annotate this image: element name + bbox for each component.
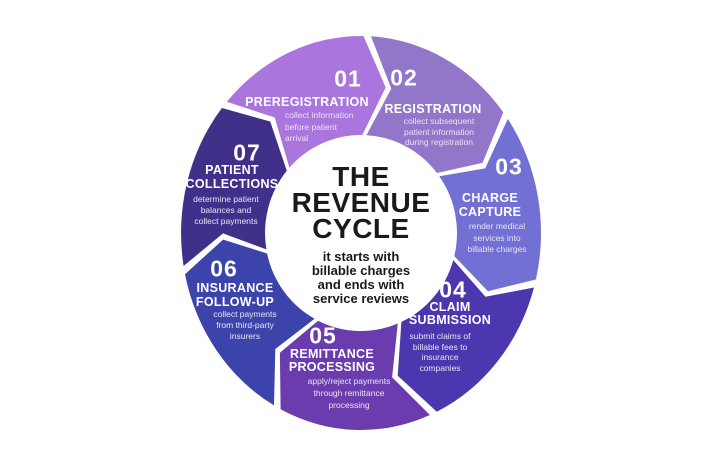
segment-01-arrow bbox=[226, 35, 386, 168]
segment-03-label-line: CAPTURE bbox=[458, 205, 522, 219]
subtitle-line: and ends with bbox=[317, 277, 405, 292]
segment-07-desc: determine patient balances and collect p… bbox=[193, 194, 259, 227]
segment-02-label-line: REGISTRATION bbox=[384, 102, 482, 116]
segment-03-label: CHARGE CAPTURE bbox=[459, 191, 522, 219]
segment-04-label: CLAIM SUBMISSION bbox=[409, 301, 491, 327]
segment-02-arrow bbox=[366, 36, 504, 173]
segment-01-label-line: PREREGISTRATION bbox=[245, 95, 369, 109]
diagram-subtitle: it starts with billable charges and ends… bbox=[261, 250, 461, 306]
segment-05-desc: apply/reject payments through remittance… bbox=[308, 375, 391, 411]
segment-04-label-line: CLAIM bbox=[429, 300, 471, 314]
title-line: THE bbox=[332, 161, 390, 192]
desc-line: collect information bbox=[285, 110, 354, 120]
segment-07-arrow bbox=[181, 108, 287, 266]
segment-07-number: 07 bbox=[233, 139, 261, 166]
desc-line: before patient bbox=[285, 121, 337, 132]
desc-line: companies bbox=[419, 362, 461, 373]
segment-02-desc: collect subsequent patient information d… bbox=[404, 116, 474, 148]
desc-line: patient information bbox=[404, 126, 474, 137]
subtitle-line: billable charges bbox=[311, 263, 411, 278]
segment-06-label: INSURANCE FOLLOW-UP bbox=[196, 281, 274, 309]
segment-04-arrow bbox=[397, 260, 534, 412]
desc-line: balances and bbox=[200, 205, 252, 215]
desc-line: through remittance bbox=[313, 388, 385, 398]
segment-06-arrow bbox=[185, 239, 315, 406]
segment-04-number: 04 bbox=[439, 276, 467, 303]
segment-02-number: 02 bbox=[390, 64, 418, 91]
subtitle-line: service reviews bbox=[312, 291, 410, 306]
desc-line: arrival bbox=[285, 133, 309, 143]
segment-06-label-line: FOLLOW-UP bbox=[195, 295, 275, 309]
segment-05-label: REMITTANCE PROCESSING bbox=[289, 348, 375, 373]
desc-line: insurance bbox=[421, 352, 459, 362]
segment-01-number: 01 bbox=[334, 65, 362, 92]
subtitle-line: it starts with bbox=[322, 249, 400, 264]
segment-07-label: PATIENT COLLECTIONS bbox=[186, 163, 279, 191]
diagram-title: THE REVENUE CYCLE bbox=[261, 161, 461, 244]
desc-line: insurers bbox=[229, 331, 261, 341]
center-title-block: THE REVENUE CYCLE it starts with billabl… bbox=[261, 161, 461, 306]
desc-line: from third-party bbox=[216, 320, 274, 330]
segment-07-label-line: PATIENT bbox=[205, 163, 259, 177]
desc-line: collect payments bbox=[213, 309, 277, 319]
segment-05-label-line: REMITTANCE bbox=[289, 347, 375, 361]
desc-line: collect payments bbox=[194, 216, 258, 226]
segment-04-label-line: SUBMISSION bbox=[408, 313, 492, 327]
segment-03-number: 03 bbox=[495, 153, 523, 180]
desc-line: billable charges bbox=[467, 244, 527, 254]
segment-03-label-line: CHARGE bbox=[462, 191, 518, 205]
segment-04-desc: submit claims of billable fees to insura… bbox=[410, 331, 471, 373]
desc-line: processing bbox=[328, 400, 370, 410]
segment-03-desc: render medical services into billable ch… bbox=[467, 221, 526, 256]
segment-06-number: 06 bbox=[210, 255, 238, 282]
segment-06-desc: collect payments from third-party insure… bbox=[213, 309, 276, 342]
segment-06-label-line: INSURANCE bbox=[196, 281, 274, 295]
title-line: REVENUE bbox=[291, 187, 431, 218]
segment-07-label-line: COLLECTIONS bbox=[185, 177, 279, 191]
desc-line: apply/reject payments bbox=[307, 376, 391, 386]
segment-01-label: PREREGISTRATION bbox=[245, 95, 369, 109]
title-line: CYCLE bbox=[312, 213, 410, 244]
segment-05-number: 05 bbox=[309, 322, 337, 349]
segment-03-arrow bbox=[439, 119, 541, 292]
desc-line: billable fees to bbox=[412, 341, 468, 352]
desc-line: services into bbox=[473, 232, 521, 243]
segment-05-label-line: PROCESSING bbox=[288, 359, 376, 374]
segment-02-label: REGISTRATION bbox=[384, 102, 481, 116]
segment-01-desc: collect information before patient arriv… bbox=[285, 110, 354, 145]
desc-line: determine patient bbox=[193, 194, 259, 204]
desc-line: submit claims of bbox=[409, 331, 471, 341]
desc-line: during registration bbox=[404, 137, 474, 147]
desc-line: collect subsequent bbox=[403, 116, 475, 126]
segment-05-arrow bbox=[279, 320, 430, 431]
desc-line: render medical bbox=[468, 221, 526, 231]
